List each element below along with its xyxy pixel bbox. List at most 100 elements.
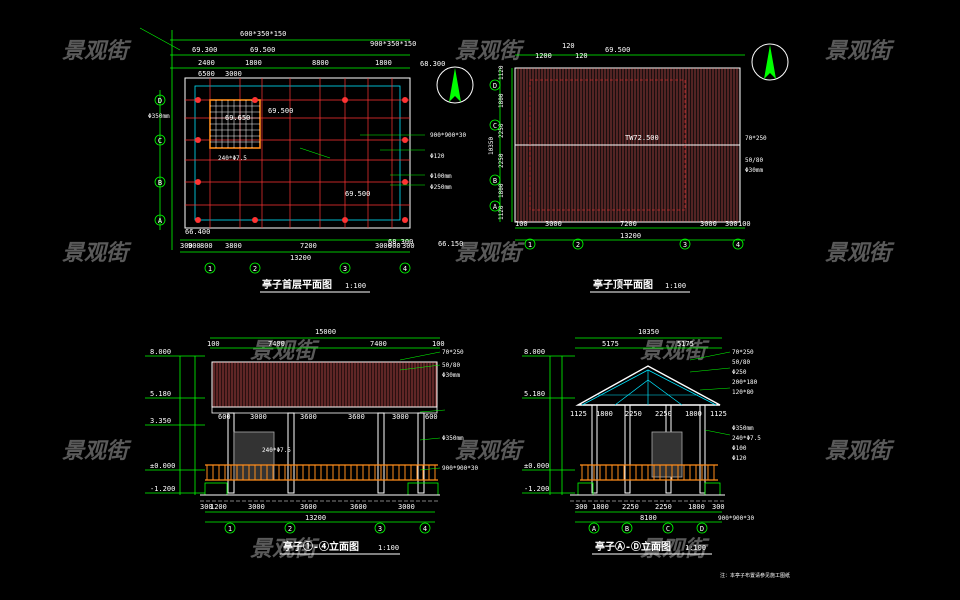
note-text: 70*250 xyxy=(745,135,767,142)
axis-label: A xyxy=(158,217,163,225)
dim-text: 2250 xyxy=(655,503,672,511)
note-text: 200*180 xyxy=(732,379,758,386)
axis-label: D xyxy=(493,82,497,90)
dim-text: 300 xyxy=(725,220,738,228)
note-text: 50/80 xyxy=(732,359,750,366)
dim-text: 300 xyxy=(402,242,415,250)
dim-text: 900 xyxy=(188,242,201,250)
dim-text: 300 xyxy=(575,503,588,511)
dim-text: 5175 xyxy=(677,340,694,348)
elevation-mark: 68.300 xyxy=(420,60,445,68)
watermark: 景观街 xyxy=(825,439,895,464)
axis-label: B xyxy=(158,179,162,187)
dim-text: 1125 xyxy=(570,410,587,418)
watermark: 景观街 xyxy=(250,339,320,364)
axis-label: 3 xyxy=(343,265,347,273)
level-mark: -1.200 xyxy=(150,485,175,493)
dim-text: 3600 xyxy=(300,503,317,511)
watermark: 景观街 xyxy=(250,537,320,562)
watermark: 景观街 xyxy=(825,39,895,64)
dim-text: 600 xyxy=(425,413,438,421)
axis-label: C xyxy=(493,122,497,130)
axis-label: C xyxy=(158,137,162,145)
watermark: 景观街 xyxy=(62,241,132,266)
ground-floor-plan: 600*350*150 69.300 69.500 8800 1800 1800… xyxy=(139,27,474,293)
dim-text: 3600 xyxy=(348,413,365,421)
level-mark: ±0.000 xyxy=(524,462,549,470)
dim-text: 3000 xyxy=(398,503,415,511)
dim-text: 120 xyxy=(562,42,575,50)
note-text: 70*250 xyxy=(442,349,464,356)
note-text: 50/80 xyxy=(442,362,460,369)
dim-text: 2250 xyxy=(622,503,639,511)
axis-label: B xyxy=(493,177,497,185)
elevation-mark: 66.150 xyxy=(438,240,463,248)
dim-text: 69.500 xyxy=(250,46,275,54)
elevation-mark: 69.500 xyxy=(268,107,293,115)
watermark: 景观街 xyxy=(455,439,525,464)
note-text: 120*80 xyxy=(732,389,754,396)
dim-text: 1800 xyxy=(245,59,262,67)
note-text: Φ350mm xyxy=(732,425,754,432)
side-elevation: 10350 5175 5175 8.000 5.180 ±0.000 -1.20… xyxy=(522,328,790,579)
dim-text: 69.300 xyxy=(192,46,217,54)
dim-text: 3000 xyxy=(392,413,409,421)
note-text: Φ30mm xyxy=(442,372,460,379)
level-mark: 8.000 xyxy=(150,348,171,356)
dim-text: 100 xyxy=(432,340,445,348)
level-mark: ±0.000 xyxy=(150,462,175,470)
dim-text: 600 xyxy=(218,413,231,421)
dim-total: 10350 xyxy=(638,328,659,336)
note-text: Φ350mm xyxy=(148,113,170,120)
dim-text: 5175 xyxy=(602,340,619,348)
dim-text: 800 xyxy=(200,242,213,250)
plan-scale: 1:100 xyxy=(345,282,366,290)
axis-label: 4 xyxy=(403,265,407,273)
note-text: Φ250mm xyxy=(430,184,452,191)
elevation-title: 亭子Ⓐ-Ⓓ立面图 xyxy=(595,540,671,553)
side-dim: 1120 xyxy=(498,65,505,80)
axis-label: D xyxy=(700,525,704,533)
level-mark: 5.180 xyxy=(524,390,545,398)
elevation-mark: 69.500 xyxy=(345,190,370,198)
note-text: Φ350mm xyxy=(442,435,464,442)
dim-text: 3000 xyxy=(225,70,242,78)
dim-text: 900 xyxy=(388,242,401,250)
level-mark: 5.180 xyxy=(150,390,171,398)
dim-text: 3600 xyxy=(350,503,367,511)
dim-text: 3000 xyxy=(375,242,392,250)
elevation-mark: 68.300 xyxy=(388,238,413,246)
dim-text: 1200 xyxy=(535,52,552,60)
level-mark: -1.200 xyxy=(524,485,549,493)
note-text: 240*Φ7.5 xyxy=(262,447,291,454)
plan-title: 亭子首层平面图 xyxy=(262,278,332,291)
dim-text: 8800 xyxy=(312,59,329,67)
dim-text: 300 xyxy=(712,503,725,511)
dim-text: 300 xyxy=(200,503,213,511)
note-text: 50/80 xyxy=(745,157,763,164)
plan-title: 亭子顶平面图 xyxy=(593,278,653,291)
front-elevation: 15000 100 7400 7400 100 8.000 5.180 3.35… xyxy=(145,328,479,555)
dim-total: 13200 xyxy=(290,254,311,262)
footnote: 注：本亭子布置请参见施工图纸 xyxy=(720,572,790,579)
dim-text: 100 xyxy=(207,340,220,348)
watermark: 景观街 xyxy=(825,241,895,266)
watermark: 景观街 xyxy=(640,339,710,364)
dim-text: 1800 xyxy=(375,59,392,67)
axis-label: 1 xyxy=(228,525,232,533)
dim-text: 2400 xyxy=(198,59,215,67)
note-text: 240*Φ7.5 xyxy=(218,155,247,162)
plan-scale: 1:100 xyxy=(665,282,686,290)
note-text: 900*900*30 xyxy=(442,465,479,472)
dim-text: 7200 xyxy=(300,242,317,250)
watermark: 景观街 xyxy=(455,39,525,64)
axis-label: 2 xyxy=(288,525,292,533)
side-dim: 2250 xyxy=(498,153,505,168)
level-mark: 8.000 xyxy=(524,348,545,356)
dim-text: 3000 xyxy=(250,413,267,421)
dim-total: 13200 xyxy=(305,514,326,522)
watermark: 景观街 xyxy=(62,439,132,464)
side-dim: 1800 xyxy=(498,93,505,108)
axis-label: 2 xyxy=(253,265,257,273)
axis-label: 3 xyxy=(378,525,382,533)
